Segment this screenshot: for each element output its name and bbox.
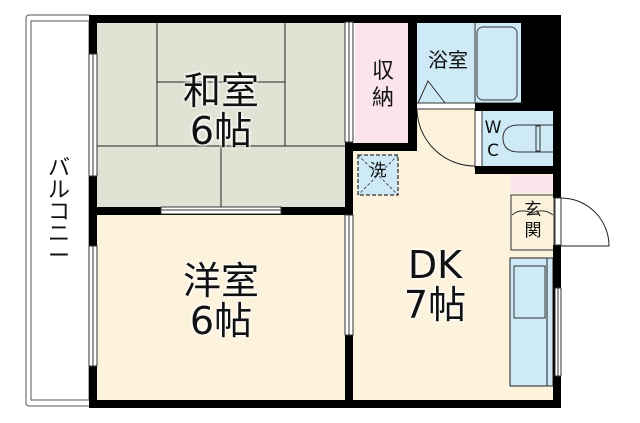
door-swing-bath (416, 109, 476, 167)
storage-floor (355, 22, 409, 143)
bath-name: 浴室 (428, 48, 468, 72)
youshitsu-floor (96, 215, 346, 401)
shoe-box (511, 175, 554, 193)
storage-line2: 納 (371, 86, 394, 111)
balcony-char: コ (48, 200, 71, 225)
washitsu-label: 和室 6帖 (160, 69, 282, 153)
washer-text: 洗 (369, 161, 387, 181)
wc-line1: W (484, 118, 502, 138)
washitsu-name: 和室 (182, 69, 259, 113)
balcony-char: ニ (48, 222, 71, 247)
youshitsu-size: 6帖 (189, 298, 253, 343)
storage-label: 収 納 (368, 58, 398, 112)
youshitsu-label: 洋室 6帖 (160, 259, 282, 343)
youshitsu-name: 洋室 (182, 259, 259, 303)
windows (88, 21, 562, 377)
genkan-label: 玄 関 (519, 200, 547, 242)
balcony (25, 14, 93, 407)
washer-pan (357, 154, 399, 196)
washer-label: 洗 (362, 161, 394, 181)
balcony-label: バ ル コ ニ ー (48, 158, 70, 268)
bath-label: 浴室 (420, 50, 476, 71)
dk-upper-floor (416, 108, 480, 168)
balcony-char: ー (48, 244, 71, 269)
bathtub-icon (476, 26, 518, 101)
genkan-line2: 関 (524, 221, 542, 241)
dk-label: DK 7帖 (385, 243, 485, 327)
balcony-char: バ (48, 156, 71, 181)
toilet-icon (502, 124, 553, 153)
wc-line2: C (487, 141, 499, 161)
storage-line1: 収 (371, 59, 394, 84)
entrance-door (554, 197, 610, 247)
wc-label: W C (483, 117, 503, 163)
dk-name: DK (407, 243, 463, 287)
dk-size: 7帖 (403, 282, 467, 327)
balcony-char: ル (48, 178, 71, 203)
genkan-floor (510, 194, 555, 251)
washitsu-size: 6帖 (189, 108, 253, 153)
tatami-lines (96, 22, 346, 208)
genkan-line1: 玄 (524, 200, 542, 220)
kitchen-counter (509, 257, 554, 387)
